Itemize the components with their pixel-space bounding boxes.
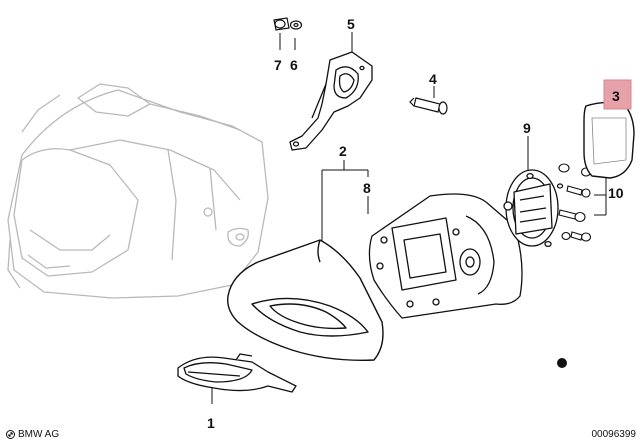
- brand-name: BMW AG: [18, 429, 60, 440]
- part-4-pivot-pin: [409, 97, 448, 115]
- label-part-6: 6: [290, 57, 298, 73]
- label-part-10: 10: [608, 185, 624, 201]
- part-3-mirror-glass: [583, 101, 635, 179]
- label-part-8: 8: [363, 180, 371, 196]
- label-part-5: 5: [347, 16, 355, 32]
- part-6-washer: [289, 20, 303, 30]
- label-part-7: 7: [274, 57, 282, 73]
- label-part-1: 1: [207, 415, 215, 431]
- label-part-9: 9: [523, 120, 531, 136]
- label-part-3: 3: [612, 88, 620, 104]
- part-10-screws: [558, 163, 592, 242]
- bmw-logo-icon: [6, 430, 15, 439]
- label-part-4: 4: [429, 71, 437, 87]
- part-9-adjuster-motor: [503, 169, 564, 248]
- part-1-turn-signal: [177, 353, 297, 393]
- document-number: 00096399: [591, 429, 637, 440]
- brand-footer: BMW AG: [6, 429, 59, 440]
- part-8-inner-frame: [368, 193, 523, 319]
- bullet-marker: [557, 358, 567, 368]
- motorcycle-fairing-ghost: [7, 83, 269, 299]
- part-5-bracket: [289, 51, 373, 151]
- label-part-2: 2: [339, 143, 347, 159]
- part-2-mirror-housing: [227, 239, 384, 361]
- part-7-cap-nut: [273, 17, 290, 31]
- part-3-highlight: [603, 79, 632, 110]
